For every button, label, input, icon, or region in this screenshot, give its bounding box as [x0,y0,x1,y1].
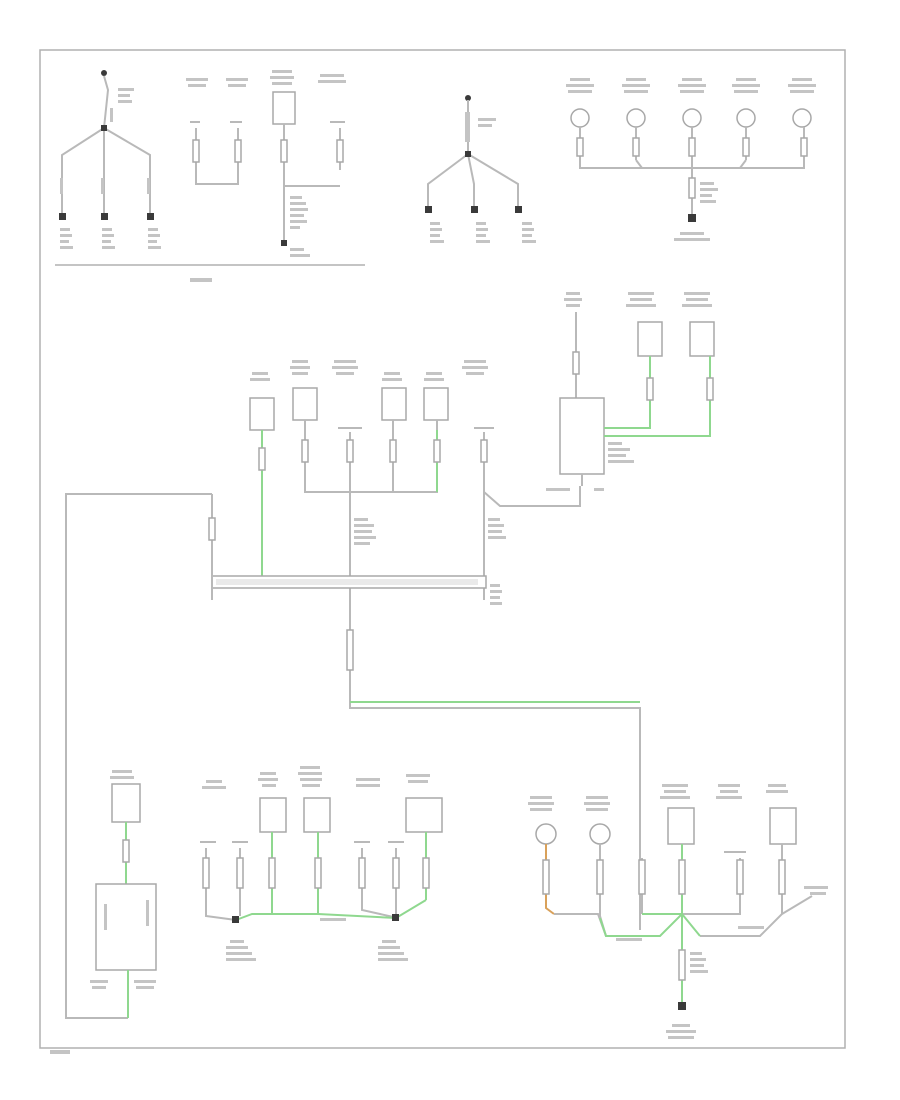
splice-top-left [59,70,161,249]
module-group-bottom-right [528,784,828,1039]
module-group-bottom-left [90,770,157,1018]
splice-top-middle [425,95,536,243]
section-caption-top-left [190,278,212,282]
module-group-middle [249,360,506,605]
ground-bus-bar [65,486,641,1019]
lamp-group-top-right [566,78,816,241]
diagram-frame [39,49,846,1049]
module-group-right-middle [546,292,715,491]
switch-group-top-left [186,70,346,257]
module-group-bottom-center [200,766,443,961]
diagram-code-mark [50,1050,70,1054]
